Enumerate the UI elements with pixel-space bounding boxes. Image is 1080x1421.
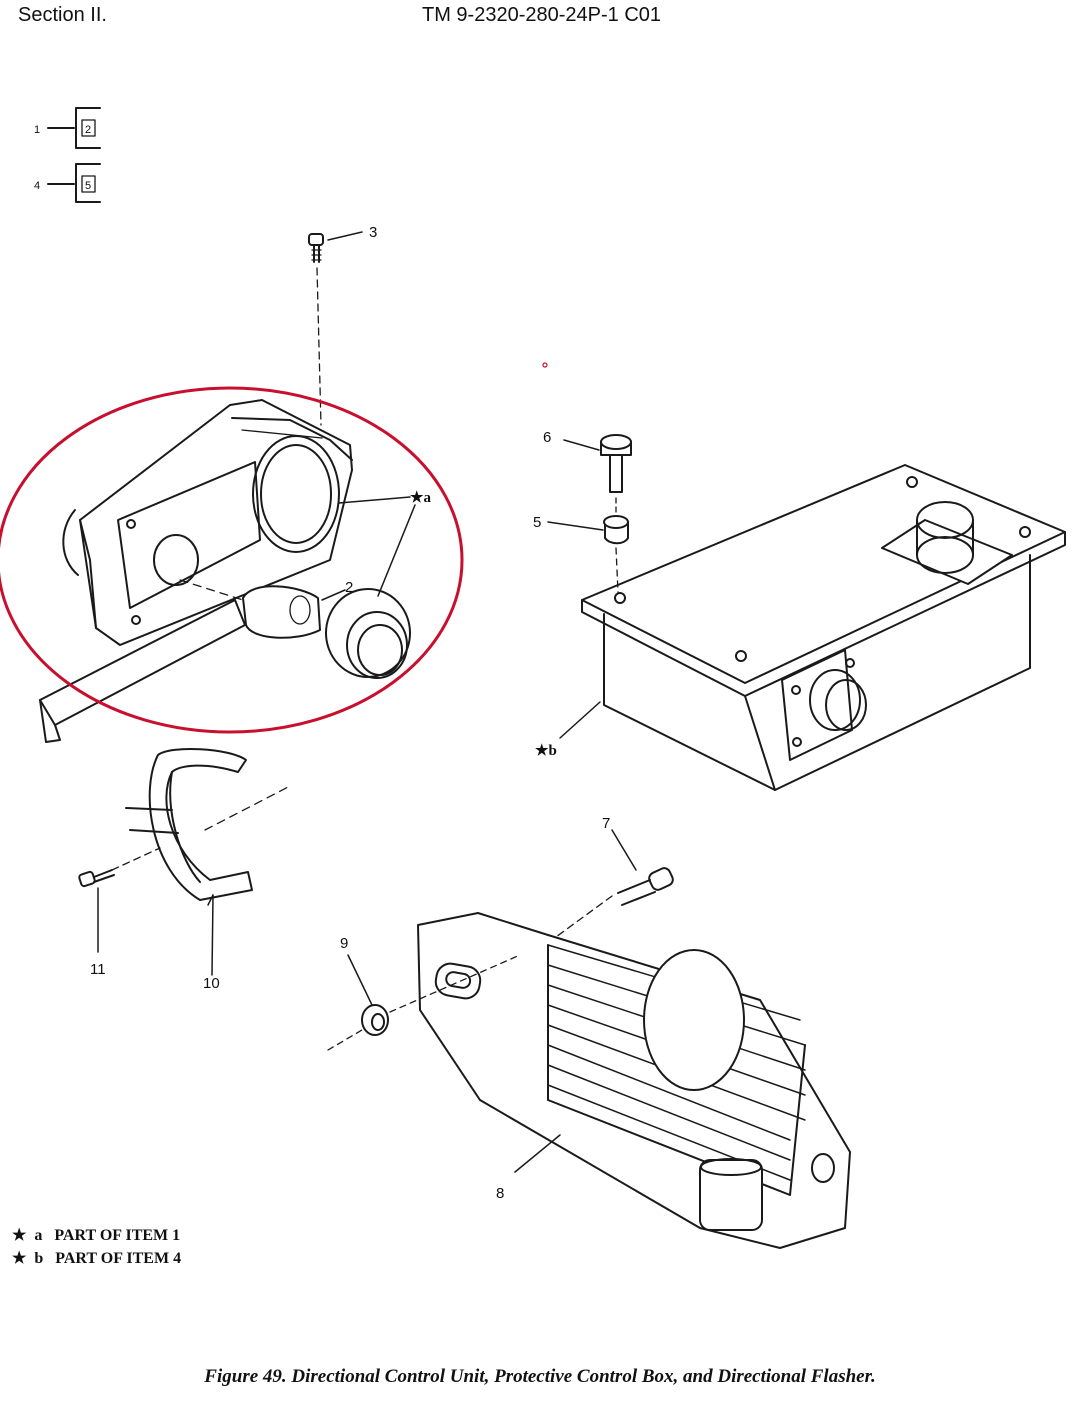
footnote-a: ★ a PART OF ITEM 1: [12, 1224, 181, 1247]
tm-number: TM 9-2320-280-24P-1 C01: [422, 4, 662, 26]
callout-7: 7: [602, 815, 610, 832]
footnote-text: PART OF ITEM 1: [54, 1227, 181, 1244]
protective-control-box: [559, 464, 1066, 791]
footnotes: ★ a PART OF ITEM 1 ★ b PART OF ITEM 4: [12, 1224, 181, 1270]
callout-9: 9: [340, 935, 348, 952]
footnote-text: PART OF ITEM 4: [55, 1250, 182, 1267]
screw-item-3: [308, 231, 363, 426]
footnote-star: ★: [12, 1227, 27, 1244]
marker-a: ★a: [410, 490, 431, 506]
callout-11: 11: [90, 961, 106, 978]
legend-child-2: 2: [85, 124, 91, 136]
callout-8: 8: [496, 1185, 504, 1202]
callout-10: 10: [203, 975, 220, 992]
callout-3: 3: [369, 224, 377, 241]
footnote-letter: b: [34, 1250, 44, 1267]
callout-5: 5: [533, 514, 541, 531]
nut-item-9: [327, 954, 521, 1051]
screw-item-7: [544, 829, 674, 946]
screw-item-11: [78, 847, 161, 953]
legend-child-5: 5: [85, 180, 91, 192]
directional-flasher: [417, 912, 851, 1249]
figure-caption: Figure 49. Directional Control Unit, Pro…: [204, 1366, 876, 1387]
legend-parent-1: 1: [34, 124, 40, 136]
footnote-b: ★ b PART OF ITEM 4: [12, 1247, 181, 1270]
marker-b: ★b: [535, 743, 557, 759]
highlight-ring: [0, 386, 464, 734]
bracket-item-10: [125, 747, 293, 976]
callout-2: 2: [345, 579, 353, 596]
stray-mark: [542, 362, 548, 368]
footnote-star: ★: [12, 1250, 27, 1267]
directional-control-unit: [39, 399, 416, 743]
legend-parent-4: 4: [34, 180, 40, 192]
callout-6: 6: [543, 429, 551, 446]
bolt-item-6: [563, 434, 632, 493]
washer-item-5: [547, 497, 629, 593]
legend-tree: [47, 107, 101, 203]
footnote-letter: a: [34, 1227, 43, 1244]
section-label: Section II.: [18, 4, 107, 26]
